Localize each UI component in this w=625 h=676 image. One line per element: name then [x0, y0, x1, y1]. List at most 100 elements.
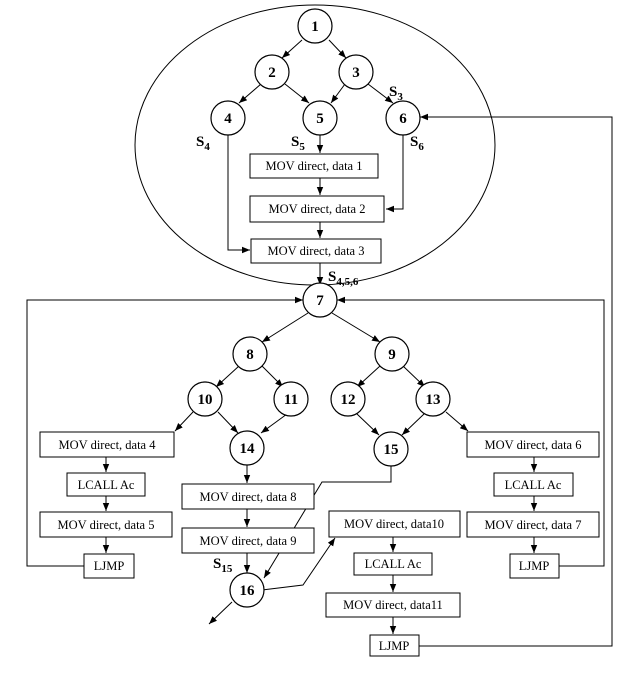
instruction-boxes: MOV direct, data 1 MOV direct, data 2 MO… [39, 153, 600, 657]
box-lcall-1-label: LCALL Ac [78, 478, 135, 492]
box-mov-data-11-label: MOV direct, data11 [343, 598, 443, 612]
node-10: 10 [187, 381, 223, 417]
edge-4-b3 [227, 134, 250, 254]
box-mov-data-11: MOV direct, data11 [325, 592, 461, 618]
edge-8-10 [215, 365, 240, 388]
edge-11-14 [260, 413, 288, 434]
label-s15: S15 [213, 556, 233, 575]
box-mov-data-10: MOV direct, data10 [328, 510, 461, 538]
box-ljmp-3: LJMP [509, 553, 560, 579]
label-s4: S4 [196, 134, 210, 153]
edge-16-exit [208, 601, 233, 625]
node-13-label: 13 [426, 392, 441, 408]
node-9-label: 9 [388, 347, 396, 363]
box-mov-data-5: MOV direct, data 5 [39, 511, 173, 538]
box-mov-data-6: MOV direct, data 6 [466, 431, 600, 458]
edge-1-3 [328, 39, 347, 59]
edge-b17-7 [337, 296, 605, 567]
edge-16-b10 [261, 537, 336, 591]
edge-13-15 [401, 413, 425, 436]
node-7-label: 7 [316, 293, 324, 309]
node-3-label: 3 [352, 65, 360, 81]
edge-2-5 [284, 83, 310, 104]
node-10-label: 10 [198, 392, 213, 408]
edge-12-15 [356, 413, 380, 436]
box-ljmp-1-label: LJMP [94, 559, 125, 573]
node-12: 12 [330, 381, 366, 417]
box-mov-data-9: MOV direct, data 9 [181, 527, 315, 554]
edge-6-b2 [386, 134, 404, 213]
label-s456: S4,5,6 [328, 269, 359, 288]
node-5: 5 [302, 100, 338, 136]
label-s5: S5 [291, 134, 305, 153]
box-mov-data-3: MOV direct, data 3 [250, 238, 382, 264]
edge-b7-7 [26, 296, 303, 567]
edge-13-b14 [445, 411, 469, 432]
box-mov-data-5-label: MOV direct, data 5 [58, 518, 155, 532]
node-9: 9 [374, 336, 410, 372]
box-mov-data-2-label: MOV direct, data 2 [269, 202, 366, 216]
node-16-label: 16 [240, 583, 256, 599]
node-15-label: 15 [384, 442, 399, 458]
box-mov-data-4: MOV direct, data 4 [39, 431, 175, 458]
edge-10-b4 [174, 411, 194, 432]
box-lcall-3: LCALL Ac [493, 472, 574, 497]
box-ljmp-1: LJMP [83, 553, 135, 579]
node-8: 8 [232, 336, 268, 372]
edge-b13-6 [419, 113, 613, 647]
box-ljmp-3-label: LJMP [519, 559, 550, 573]
box-ljmp-2-label: LJMP [379, 639, 410, 653]
node-4-label: 4 [224, 111, 232, 127]
box-mov-data-2: MOV direct, data 2 [249, 195, 385, 223]
box-mov-data-10-label: MOV direct, data10 [344, 517, 444, 531]
edge-3-5 [330, 83, 346, 104]
edge-3-6 [367, 83, 394, 104]
edge-9-13 [402, 365, 426, 388]
node-6: 6 [385, 100, 421, 136]
node-1-label: 1 [311, 19, 319, 35]
box-mov-data-6-label: MOV direct, data 6 [485, 438, 582, 452]
node-4: 4 [210, 100, 246, 136]
node-13: 13 [415, 381, 451, 417]
node-6-label: 6 [399, 111, 407, 127]
node-12-label: 12 [341, 392, 356, 408]
box-mov-data-1-label: MOV direct, data 1 [266, 159, 363, 173]
edge-7-9 [331, 312, 381, 343]
box-lcall-2-label: LCALL Ac [365, 557, 422, 571]
box-lcall-3-label: LCALL Ac [505, 478, 562, 492]
node-14: 14 [229, 430, 265, 466]
nodes: 1 2 3 4 5 6 7 8 9 10 11 12 13 14 15 16 [187, 8, 451, 608]
box-mov-data-9-label: MOV direct, data 9 [200, 534, 297, 548]
edge-10-14 [217, 411, 239, 434]
box-mov-data-7: MOV direct, data 7 [466, 511, 600, 538]
node-14-label: 14 [240, 441, 256, 457]
node-2-label: 2 [268, 65, 276, 81]
label-s3: S3 [389, 84, 403, 103]
node-2: 2 [254, 54, 290, 90]
node-11-label: 11 [284, 392, 298, 408]
box-mov-data-1: MOV direct, data 1 [249, 153, 379, 179]
edge-9-12 [356, 365, 381, 388]
box-mov-data-4-label: MOV direct, data 4 [59, 438, 157, 452]
box-mov-data-7-label: MOV direct, data 7 [485, 518, 582, 532]
s-labels: S3 S4 S5 S6 S4,5,6 S15 [196, 84, 424, 575]
edge-1-2 [281, 39, 303, 59]
node-5-label: 5 [316, 111, 324, 127]
node-7: 7 [302, 282, 338, 318]
node-1: 1 [297, 8, 333, 44]
box-ljmp-2: LJMP [369, 634, 420, 657]
box-mov-data-8: MOV direct, data 8 [181, 483, 315, 510]
edge-7-8 [261, 312, 309, 343]
box-lcall-1: LCALL Ac [66, 472, 146, 497]
node-8-label: 8 [246, 347, 254, 363]
edge-8-11 [261, 365, 284, 388]
edge-2-4 [238, 83, 262, 104]
node-16: 16 [229, 572, 265, 608]
label-s6: S6 [410, 134, 424, 153]
node-11: 11 [273, 381, 309, 417]
box-lcall-2: LCALL Ac [353, 552, 433, 576]
box-mov-data-8-label: MOV direct, data 8 [200, 490, 297, 504]
box-mov-data-3-label: MOV direct, data 3 [268, 244, 365, 258]
